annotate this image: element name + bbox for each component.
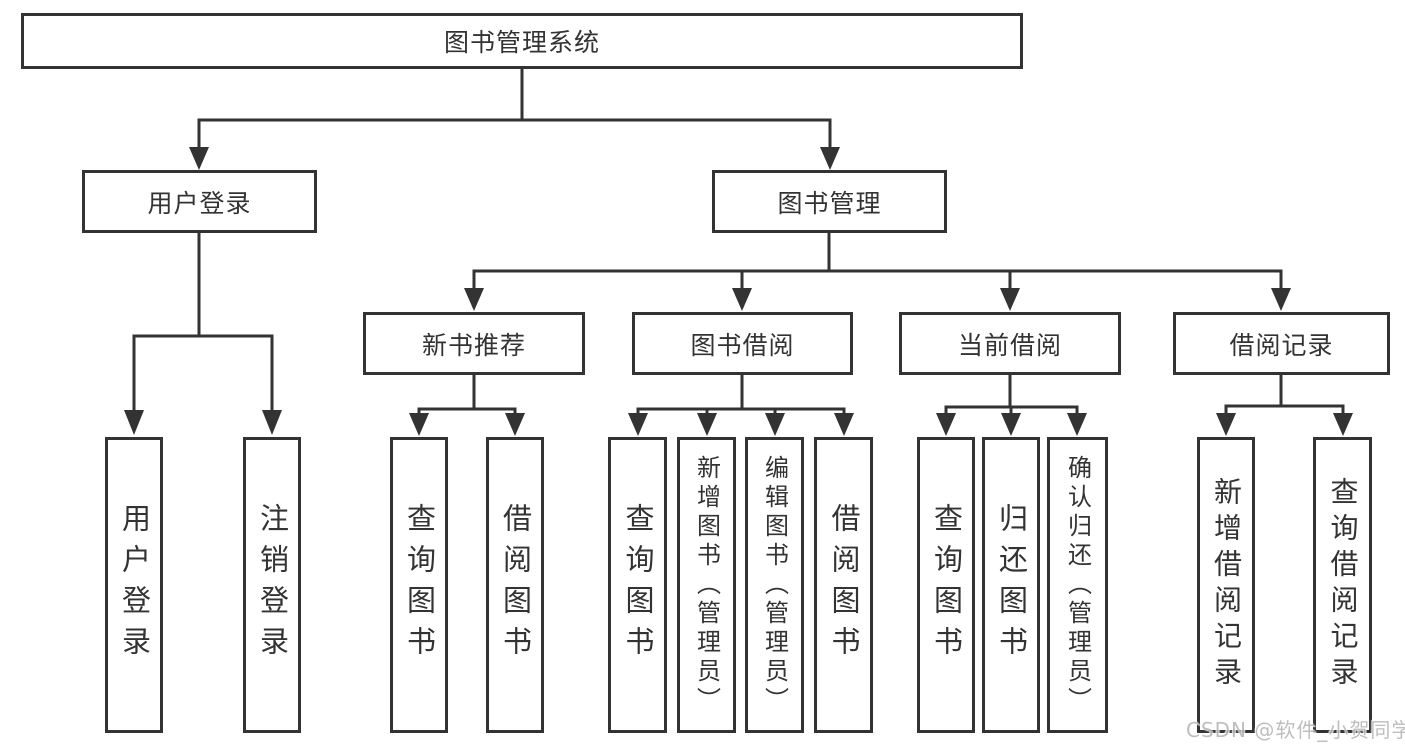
leaf-add-borrow-record-label: 新增借阅记录 (1210, 477, 1243, 693)
leaf-add-book-admin: 新增图书（管理员） (677, 437, 736, 733)
leaf-borrow-books-label: 借阅图书 (827, 503, 861, 667)
node-book-borrow-label: 图书借阅 (690, 330, 795, 360)
node-new-book-recommend-label: 新书推荐 (421, 330, 526, 360)
leaf-query-books: 查询图书 (390, 437, 448, 733)
node-book-borrow: 图书借阅 (632, 312, 853, 375)
node-user-login: 用户登录 (82, 170, 317, 233)
leaf-confirm-return-admin-label: 确认归还（管理员） (1063, 454, 1092, 716)
leaf-borrow-books-label: 借阅图书 (498, 503, 533, 667)
leaf-query-borrow-record-label: 查询借阅记录 (1326, 477, 1360, 693)
leaf-query-borrow-record: 查询借阅记录 (1313, 437, 1372, 733)
leaf-query-books-label: 查询图书 (929, 503, 964, 667)
leaf-query-books-label: 查询图书 (402, 503, 437, 667)
leaf-return-books-label: 归还图书 (994, 503, 1029, 667)
arrowhead-icons (124, 147, 1353, 436)
node-root-label: 图书管理系统 (443, 28, 600, 57)
leaf-add-book-admin-label: 新增图书（管理员） (692, 454, 721, 716)
leaf-user-login: 用户登录 (105, 437, 163, 733)
leaf-query-books-label: 查询图书 (621, 503, 655, 667)
connector-paths (132, 69, 1345, 416)
leaf-query-books: 查询图书 (608, 437, 667, 733)
node-root: 图书管理系统 (21, 13, 1023, 69)
leaf-edit-book-admin: 编辑图书（管理员） (745, 437, 804, 733)
leaf-query-books: 查询图书 (917, 437, 975, 733)
leaf-add-borrow-record: 新增借阅记录 (1197, 437, 1255, 733)
node-new-book-recommend: 新书推荐 (363, 312, 585, 375)
csdn-watermark: CSDN @软件_小贺同学 (1186, 718, 1405, 742)
leaf-confirm-return-admin: 确认归还（管理员） (1047, 437, 1108, 733)
leaf-user-login-label: 用户登录 (117, 503, 152, 667)
node-book-management: 图书管理 (712, 170, 947, 233)
node-user-login-label: 用户登录 (147, 188, 252, 218)
node-borrow-records: 借阅记录 (1173, 312, 1390, 375)
node-book-management-label: 图书管理 (777, 188, 882, 218)
leaf-edit-book-admin-label: 编辑图书（管理员） (760, 454, 789, 716)
node-current-borrow: 当前借阅 (899, 312, 1121, 375)
leaf-borrow-books: 借阅图书 (486, 437, 544, 733)
leaf-borrow-books: 借阅图书 (814, 437, 873, 733)
leaf-logout-label: 注销登录 (255, 503, 290, 667)
node-borrow-records-label: 借阅记录 (1229, 330, 1334, 360)
node-current-borrow-label: 当前借阅 (957, 330, 1062, 360)
leaf-return-books: 归还图书 (982, 437, 1040, 733)
leaf-logout: 注销登录 (243, 437, 301, 733)
